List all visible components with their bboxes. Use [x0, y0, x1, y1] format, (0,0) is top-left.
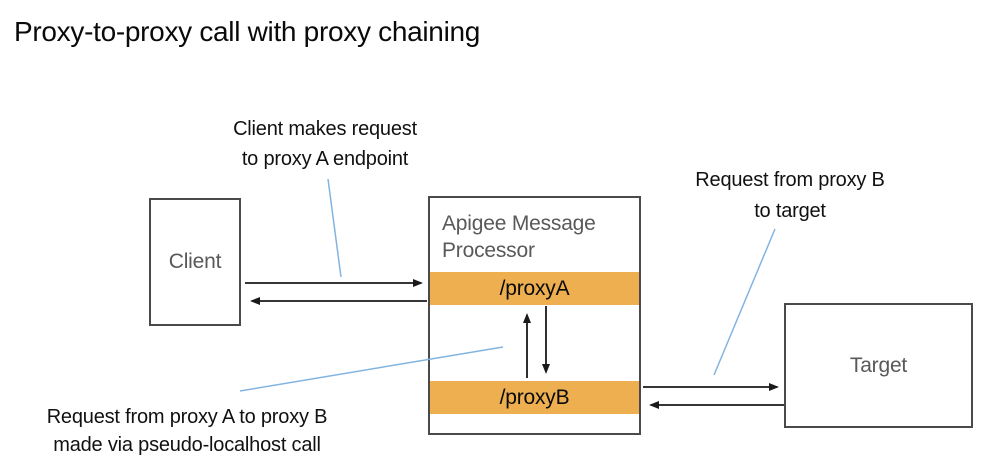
proxy-a-endpoint-label: /proxyA — [499, 276, 570, 300]
proxy-a-endpoint-bar: /proxyA — [430, 272, 639, 305]
target-box: Target — [784, 303, 973, 428]
callout-line-client-request — [327, 178, 342, 278]
target-box-label: Target — [849, 353, 908, 377]
annotation-proxy-a-to-proxy-b: Request from proxy A to proxy B made via… — [46, 406, 328, 456]
annotation-client-request: Client makes request to proxy A endpoint — [233, 118, 417, 170]
diagram-title: Proxy-to-proxy call with proxy chaining — [14, 16, 481, 47]
client-box-label: Client — [168, 250, 222, 273]
proxy-b-endpoint-label: /proxyB — [499, 385, 570, 409]
proxy-b-endpoint-bar: /proxyB — [430, 381, 639, 414]
processor-box-label: Apigee Message Processor — [442, 212, 596, 262]
callout-line-proxy-b-to-target — [713, 228, 776, 376]
client-box: Client — [149, 198, 241, 326]
annotation-proxy-b-to-target: Request from proxy B to target — [695, 169, 885, 222]
